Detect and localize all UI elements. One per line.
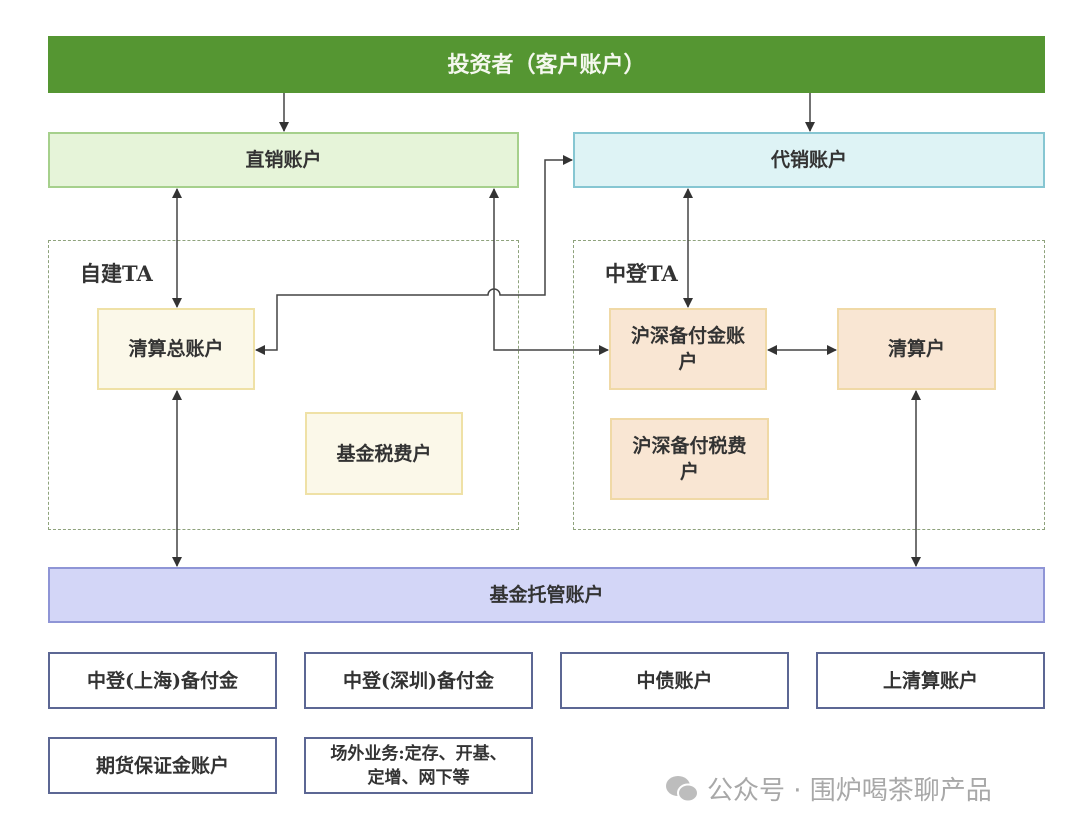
reserve-tax-account: 沪深备付税费户	[610, 418, 769, 500]
watermark-text: 公众号 · 围炉喝茶聊产品	[707, 776, 992, 806]
arrow-direct-reserve	[489, 188, 609, 355]
wechat-icon	[666, 775, 699, 802]
other-account: 中登(上海)备付金	[48, 652, 277, 709]
investor-account: 投资者（客户账户）	[48, 36, 1045, 93]
other-account: 期货保证金账户	[48, 737, 277, 794]
arrow-clearing-agency	[255, 155, 573, 355]
clearing-master-account: 清算总账户	[97, 308, 255, 390]
watermark: 公众号 · 围炉喝茶聊产品	[665, 770, 992, 807]
other-account: 上清算账户	[816, 652, 1045, 709]
csdc-ta-group	[573, 240, 1045, 530]
other-account: 场外业务:定存、开基、定增、网下等	[304, 737, 533, 794]
agency-sales-account: 代销账户	[573, 132, 1045, 188]
self-ta-label: 自建TA	[80, 261, 153, 286]
reserve-account: 沪深备付金账户	[609, 308, 767, 390]
csdc-ta-label: 中登TA	[605, 261, 678, 286]
fund-tax-account: 基金税费户	[305, 412, 463, 495]
clearing-account: 清算户	[837, 308, 996, 390]
custody-account: 基金托管账户	[48, 567, 1045, 623]
other-account: 中登(深圳)备付金	[304, 652, 533, 709]
other-account: 中债账户	[560, 652, 789, 709]
